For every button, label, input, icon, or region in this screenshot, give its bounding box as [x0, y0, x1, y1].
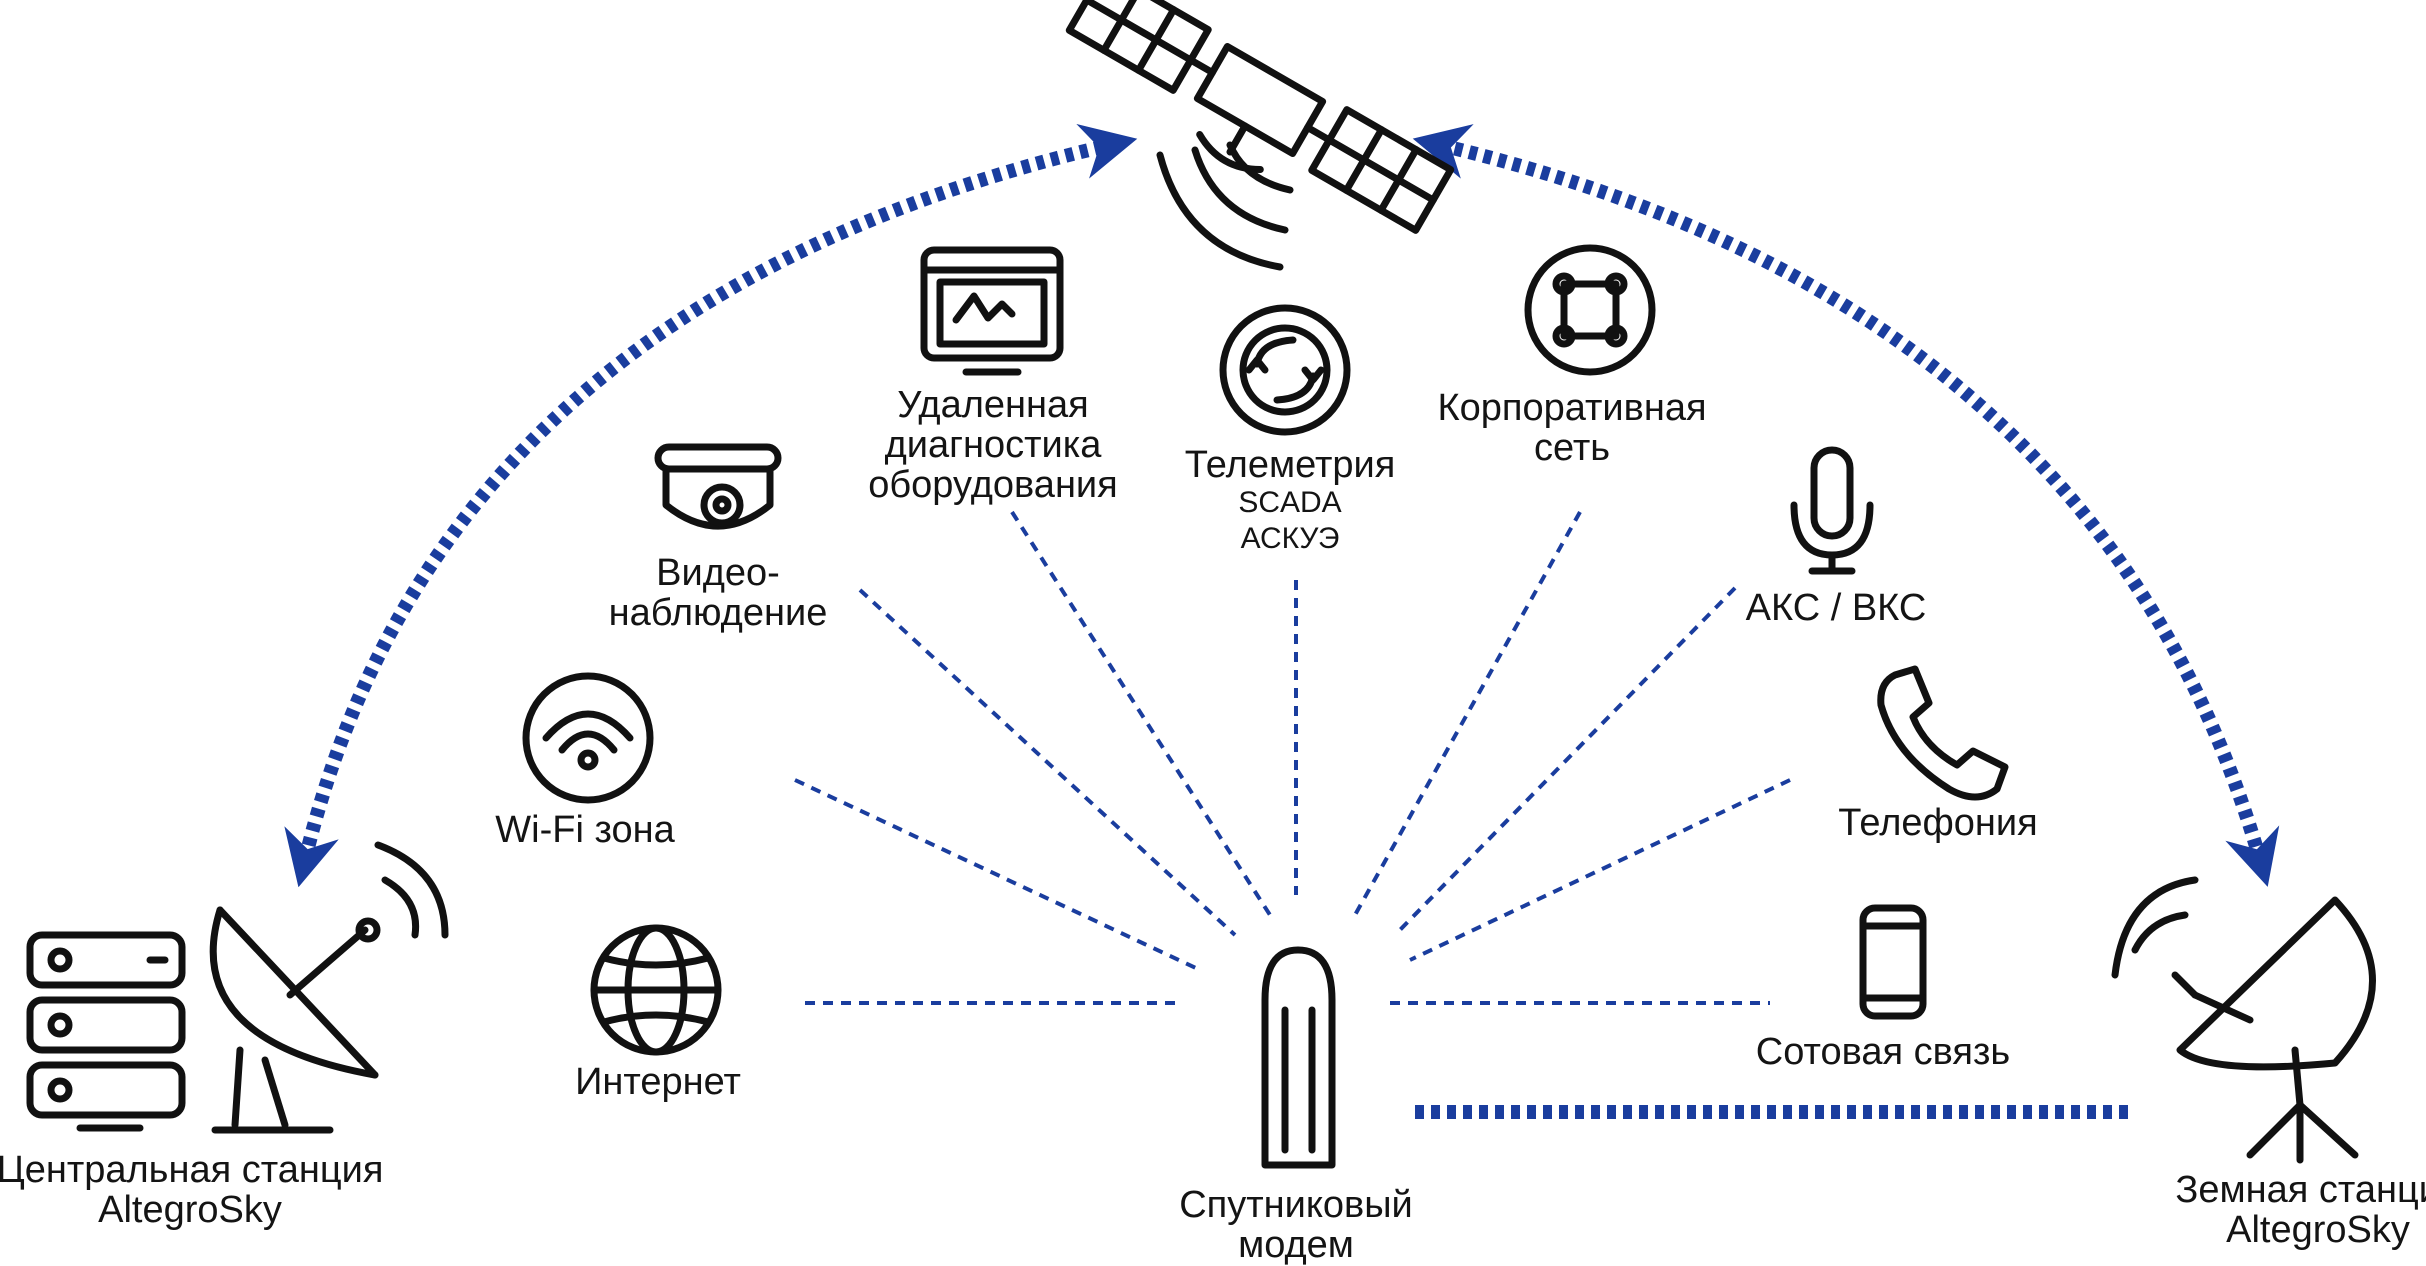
modem-spokes: [794, 510, 1791, 1005]
camera-icon: [654, 443, 782, 530]
network-icon: [1524, 244, 1656, 376]
telephony-label: Телефония: [1838, 802, 2038, 844]
wifi-icon: [522, 672, 654, 804]
satellite-dish-icon: [2111, 876, 2376, 1164]
satellite-icon: [1065, 0, 1455, 234]
refresh-icon: [1219, 304, 1351, 436]
modem-icon: [1261, 946, 1336, 1169]
ground-station-label: Земная станция AltegroSky: [2175, 1169, 2426, 1251]
corporate-label: Корпоративная сеть: [1437, 387, 1707, 469]
aks-vks-label: АКС / ВКС: [1745, 587, 1927, 629]
cellular-label: Сотовая связь: [1755, 1031, 2011, 1073]
central-dish-icon: [209, 841, 449, 1134]
monitor-icon: [920, 246, 1064, 376]
microphone-icon: [1790, 446, 1874, 575]
uplink-arc-right: [1412, 124, 2280, 887]
central-station-label: Центральная станция AltegroSky: [0, 1149, 384, 1231]
internet-label: Интернет: [575, 1061, 741, 1103]
wifi-label: Wi-Fi зона: [495, 809, 675, 851]
uplink-arc-left: [284, 124, 1138, 888]
modem-label: Спутниковый модем: [1179, 1184, 1413, 1266]
video-label: Видео- наблюдение: [608, 552, 828, 634]
phone-icon: [1877, 665, 2009, 801]
globe-icon: [590, 924, 722, 1056]
satellite-signal-waves-icon: [1156, 141, 1294, 271]
diagnostics-label: Удаленная диагностика оборудования: [868, 384, 1118, 506]
server-rack-icon: [26, 931, 186, 1132]
telemetry-label: Телеметрия SCADA АСКУЭ: [1184, 444, 1396, 555]
smartphone-icon: [1859, 904, 1927, 1020]
